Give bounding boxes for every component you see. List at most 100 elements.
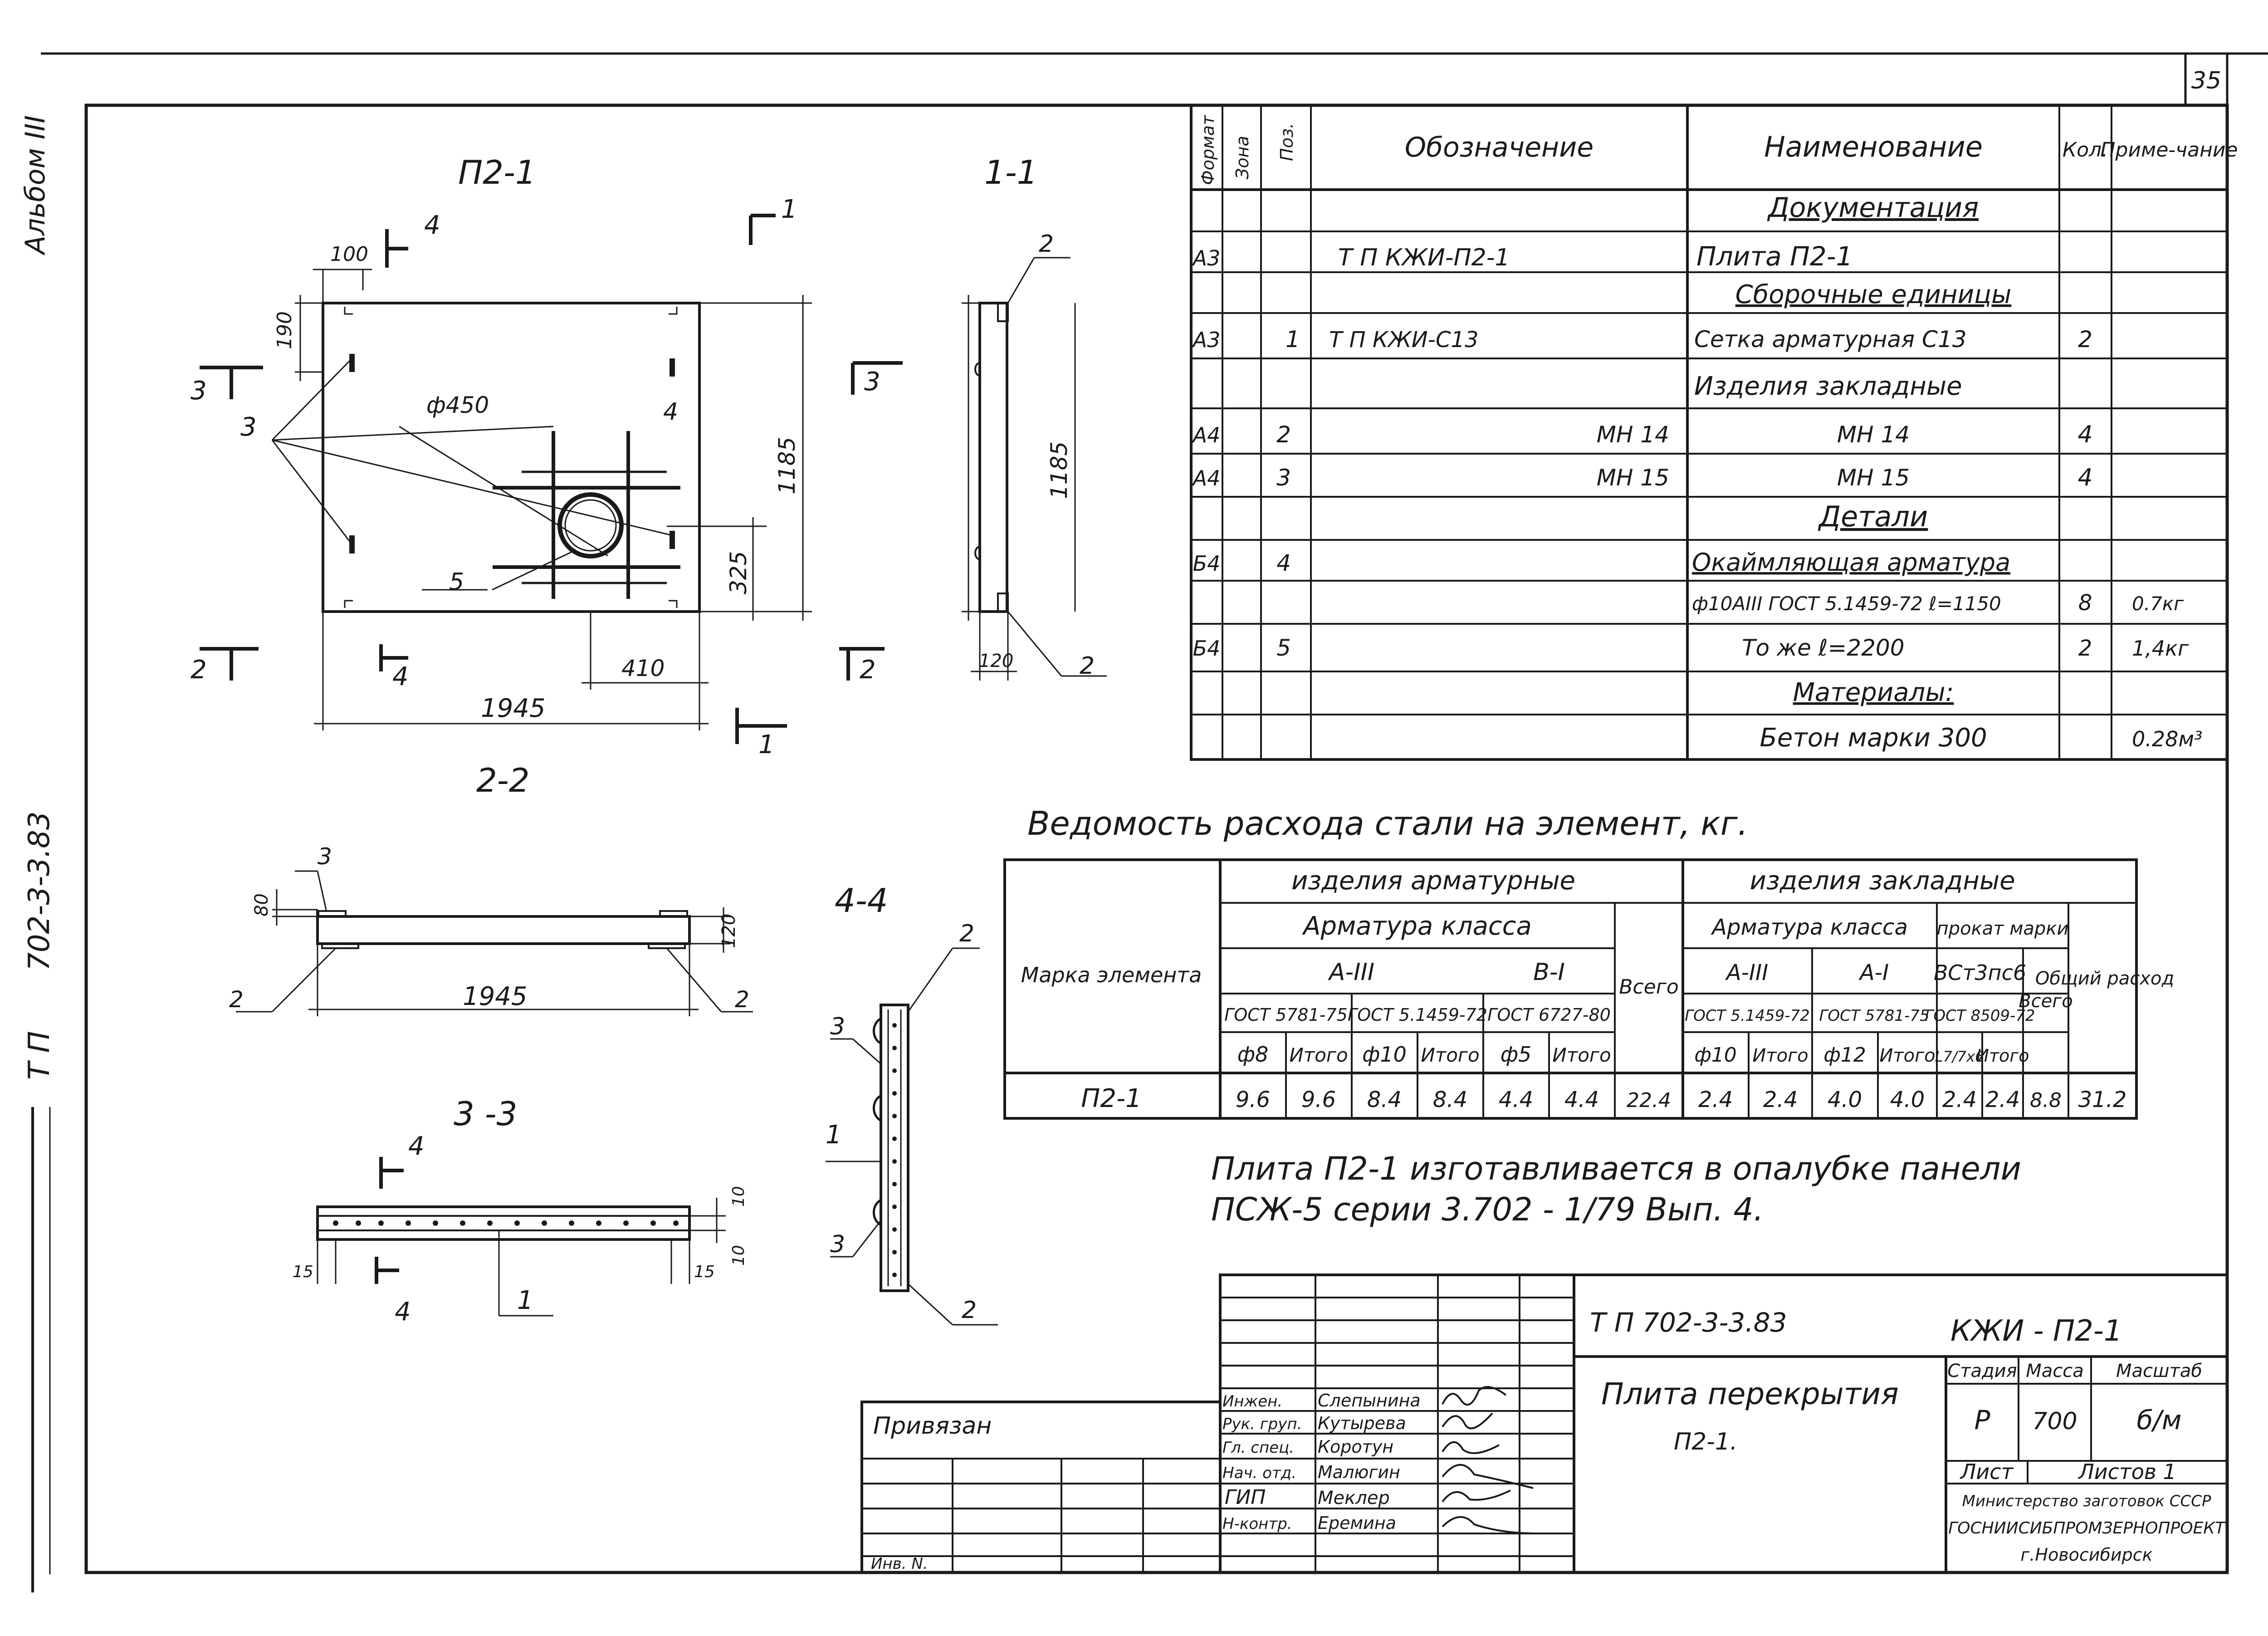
steel-g5: ГОСТ 5781-75 — [1819, 1007, 1929, 1025]
s11-dim-1185: 1185 — [1046, 441, 1072, 499]
steel-g1: ГОСТ 5781-75 — [1224, 1005, 1348, 1025]
stamp-org-1: Министерство заготовок СССР — [1962, 1492, 2211, 1510]
spec-row-3-pos: 1 — [1286, 326, 1300, 353]
steel-sub-9: Итого — [1879, 1045, 1935, 1066]
cut-2-left: 2 — [191, 655, 207, 685]
steel-h-vsego-2: Всего — [2019, 991, 2073, 1012]
cut-1-bottom: 1 — [758, 730, 775, 759]
hdr-format: Формат — [1198, 114, 1218, 185]
steel-title: Ведомость расхода стали на элемент, кг. — [1027, 804, 1748, 842]
steel-val-13: 8.8 — [2030, 1089, 2062, 1112]
spec-row-5-designation: МН 14 — [1597, 421, 1669, 448]
signer-0-name: Слепынина — [1318, 1391, 1421, 1411]
stamp-sheets-h: Листов 1 — [2077, 1460, 2176, 1484]
s44-pos-2-top: 2 — [959, 920, 974, 947]
steel-h-arm-class: Арматура класса — [1302, 911, 1532, 941]
stamp-org-2: ГОСНИИСИБПРОМЗЕРНОПРОЕКТ — [1948, 1519, 2226, 1538]
stamp-sheet-h: Лист — [1960, 1460, 2014, 1484]
stamp-stage-h: Стадия — [1947, 1361, 2017, 1381]
spec-row-5-name: МН 14 — [1837, 421, 1910, 448]
steel-h-rolled: прокат марки — [1937, 918, 2069, 939]
cut-2-right: 2 — [860, 655, 876, 685]
stamp-doc: КЖИ - П2-1 — [1950, 1314, 2122, 1348]
signer-0-role: Инжен. — [1222, 1392, 1282, 1411]
s33-dim-15-left: 15 — [293, 1263, 313, 1281]
signature-4 — [1442, 1489, 1511, 1503]
steel-sub-11: Итого — [1976, 1046, 2029, 1066]
s11-dim-120: 120 — [979, 651, 1013, 671]
steel-val-14: 31.2 — [2078, 1087, 2127, 1112]
section-2-2: 2-2 3 2 2 80 120 1945 — [229, 761, 753, 1016]
spec-table — [1190, 104, 2229, 761]
plan-title: П2-1 — [458, 153, 536, 191]
steel-val-11: 2.4 — [1942, 1087, 1977, 1112]
spec-row-12-name: Бетон марки 300 — [1760, 723, 1987, 753]
signer-3-name: Малюгин — [1318, 1462, 1400, 1482]
s22-pos-2-right: 2 — [735, 986, 749, 1013]
s22-pos-3: 3 — [318, 843, 332, 870]
spec-rows: Документация А3 Т П КЖИ-П2-1 Плита П2-1 … — [1192, 192, 2203, 753]
stamp-mass: 700 — [2032, 1408, 2077, 1435]
steel-headers: Марка элемента изделия арматурные издели… — [1021, 866, 2174, 1067]
s22-dim-80: 80 — [251, 893, 272, 916]
stamp-grid — [860, 1274, 2229, 1574]
plan-pos-4: 4 — [663, 398, 678, 426]
steel-g4: ГОСТ 5.1459-72 — [1685, 1007, 1810, 1025]
stamp-title-1: Плита перекрытия — [1601, 1376, 1899, 1411]
signature-5 — [1442, 1516, 1538, 1534]
s44-rebar-dots — [892, 1023, 897, 1277]
spec-row-3-format: А3 — [1192, 328, 1221, 352]
s33-pos-1: 1 — [517, 1286, 533, 1315]
dim-1945-plan: 1945 — [481, 694, 546, 723]
steel-sub-2: ф10 — [1362, 1042, 1407, 1067]
s44-pos-1: 1 — [826, 1120, 842, 1150]
steel-g2: ГОСТ 5.1459-72 — [1348, 1005, 1487, 1025]
stamp-stage: Р — [1975, 1405, 1990, 1435]
signer-1-role: Рук. груп. — [1222, 1415, 1302, 1433]
s33-dim-10-top: 10 — [729, 1186, 748, 1207]
signer-3-role: Нач. отд. — [1222, 1464, 1296, 1482]
steel-g6: ГОСТ 8509-72 — [1925, 1007, 2035, 1025]
spec-row-9-note: 0.7кг — [2132, 593, 2184, 615]
signer-2-role: Гл. спец. — [1222, 1439, 1294, 1457]
s44-pos-2-bottom: 2 — [962, 1297, 977, 1324]
spec-row-8-format: Б4 — [1193, 551, 1221, 576]
series-side-label: 702-3-3.83 — [23, 811, 56, 971]
spec-row-1-name: Плита П2-1 — [1696, 241, 1853, 272]
steel-val-5: 4.4 — [1564, 1087, 1599, 1112]
spec-row-3-name: Сетка арматурная С13 — [1694, 326, 1967, 353]
s44-pos-3-bottom: 3 — [830, 1231, 845, 1258]
stamp-org-3: г.Новосибирск — [2020, 1545, 2152, 1565]
signer-4-role: ГИП — [1225, 1486, 1266, 1509]
hdr-note: Приме-чание — [2100, 138, 2238, 162]
steel-val-4: 4.4 — [1499, 1087, 1533, 1112]
steel-grid — [1003, 858, 2138, 1120]
spec-row-1-format: А3 — [1192, 246, 1221, 270]
spec-row-1-designation: Т П КЖИ-П2-1 — [1338, 244, 1510, 271]
steel-row: П2-1 9.6 9.6 8.4 8.4 4.4 4.4 22.4 2.4 2.… — [1081, 1084, 2126, 1113]
spec-row-6-qty: 4 — [2077, 464, 2092, 491]
steel-val-8: 2.4 — [1763, 1087, 1798, 1112]
dim-410: 410 — [621, 655, 665, 681]
steel-val-10: 4.0 — [1890, 1087, 1925, 1112]
steel-val-6: 22.4 — [1627, 1089, 1671, 1112]
spec-row-9-qty: 8 — [2078, 590, 2092, 616]
spec-row-8-pos: 4 — [1276, 550, 1291, 576]
steel-val-1: 9.6 — [1301, 1087, 1336, 1112]
steel-h-a1: А-I — [1858, 960, 1889, 985]
hdr-zone: Зона — [1232, 136, 1252, 179]
s33-dim-15-right: 15 — [694, 1263, 715, 1281]
spec-row-9-name: ф10АIII ГОСТ 5.1459-72 ℓ=1150 — [1692, 593, 2001, 615]
dim-100: 100 — [330, 243, 368, 266]
steel-h-b1: В-I — [1533, 959, 1565, 986]
stamp-mass-h: Масса — [2026, 1361, 2084, 1381]
spec-row-7-name: Детали — [1818, 500, 1928, 533]
steel-val-7: 2.4 — [1698, 1087, 1733, 1112]
spec-header: Формат Зона Поз. Обозначение Наименовани… — [1198, 114, 2238, 185]
s22-dim-120: 120 — [719, 914, 739, 948]
steel-sub-10: L7/7x6 — [1935, 1048, 1984, 1065]
steel-val-12: 2.4 — [1985, 1087, 2020, 1112]
steel-sub-3: Итого — [1421, 1044, 1479, 1066]
spec-row-6-pos: 3 — [1276, 465, 1291, 491]
stamp-privyazan: Привязан — [873, 1412, 992, 1440]
